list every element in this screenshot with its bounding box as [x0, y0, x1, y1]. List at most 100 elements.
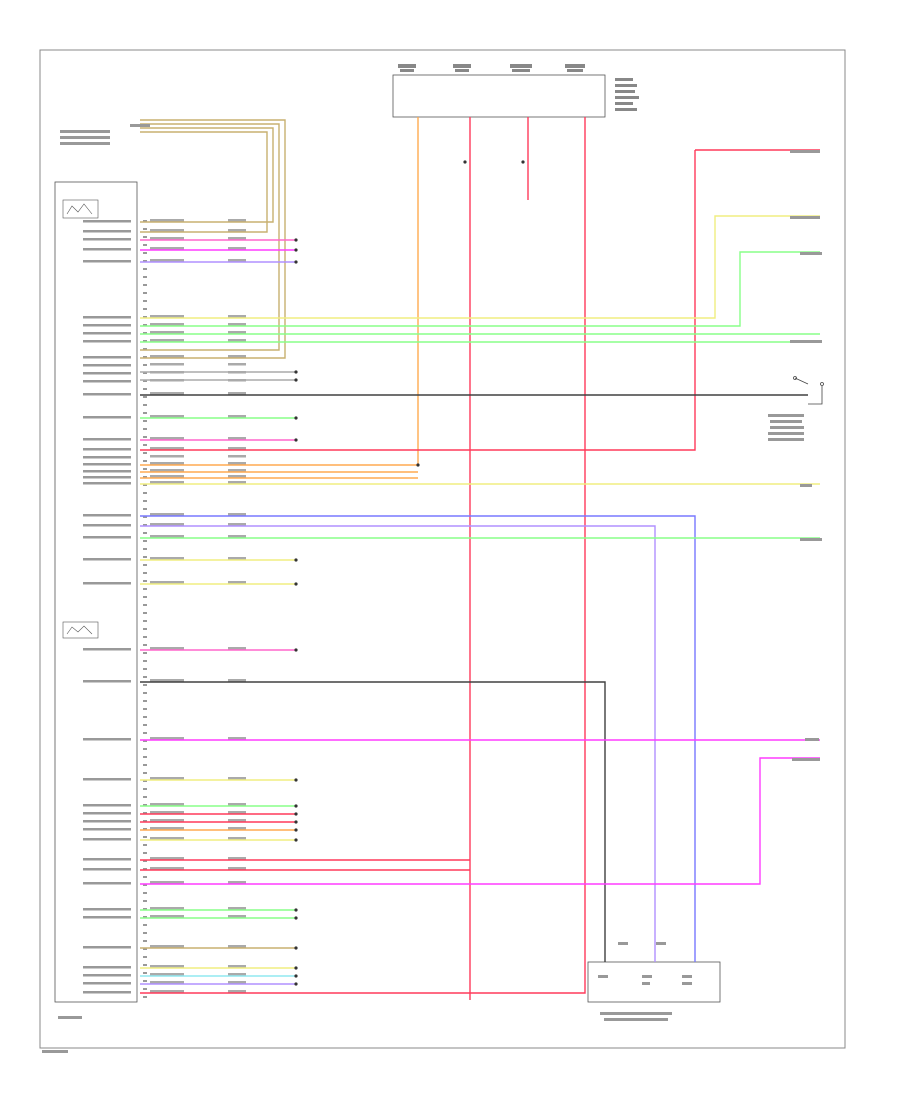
wire-blue-1: [140, 515, 696, 962]
pin-label: [83, 946, 131, 949]
wire-circuit-label: [228, 247, 246, 250]
wire-circuit-label: [228, 363, 246, 366]
wire-color-label: [150, 455, 184, 458]
splice-points: [294, 160, 525, 986]
pin-number: [143, 268, 147, 270]
pin-number: [143, 324, 147, 326]
pin-label: [83, 230, 131, 233]
pin-label: [83, 908, 131, 911]
switch-symbol: [793, 376, 824, 405]
wire-tan-4: [140, 131, 268, 233]
pin-number: [143, 940, 147, 942]
wire-color-label: [150, 857, 184, 860]
wire-circuit-label: [228, 981, 246, 984]
wire-circuit-label: [228, 827, 246, 830]
wire-color-label: [150, 237, 184, 240]
pin-number: [143, 572, 147, 574]
pin-label: [83, 356, 131, 359]
wire-circuit-label: [228, 581, 246, 584]
pin-label: [83, 476, 131, 479]
pin-number: [143, 412, 147, 414]
splice-dot: [294, 438, 298, 442]
pin-number: [143, 868, 147, 870]
wire-color-label: [150, 392, 184, 395]
wire-circuit-label: [228, 535, 246, 538]
pin-label: [83, 778, 131, 781]
pin-number: [143, 636, 147, 638]
pin-number: [143, 500, 147, 502]
wire-color-label: [150, 915, 184, 918]
pin-label: [83, 828, 131, 831]
pin-number: [143, 892, 147, 894]
splice-dot: [416, 463, 420, 467]
wire-color-label: [150, 447, 184, 450]
pin-number: [143, 916, 147, 918]
pin-number: [143, 228, 147, 230]
pin-number: [143, 972, 147, 974]
pin-number: [143, 340, 147, 342]
wire-circuit-label: [228, 965, 246, 968]
pin-number: [143, 980, 147, 982]
pin-number: [143, 564, 147, 566]
wire-color-label: [150, 415, 184, 418]
pin-number: [143, 884, 147, 886]
splice-dot: [294, 908, 298, 912]
pin-label: [83, 380, 131, 383]
wire-yellow-long: [140, 215, 820, 319]
splice-dot: [294, 260, 298, 264]
pin-number: [143, 684, 147, 686]
splice-dot: [294, 238, 298, 242]
splice-dot: [294, 416, 298, 420]
wire-color-label: [150, 535, 184, 538]
pin-number: [143, 804, 147, 806]
pin-number: [143, 380, 147, 382]
splice-dot: [294, 820, 298, 824]
wire-circuit-label: [228, 331, 246, 334]
pin-number: [143, 860, 147, 862]
pin-number: [143, 484, 147, 486]
pin-number: [143, 780, 147, 782]
wire-circuit-label: [228, 819, 246, 822]
pin-number: [143, 308, 147, 310]
pin-number: [143, 276, 147, 278]
splice-dot: [294, 370, 298, 374]
fuse-box-labels: [398, 64, 639, 111]
pin-label: [83, 340, 131, 343]
pin-number: [143, 700, 147, 702]
splice-dot: [294, 648, 298, 652]
pin-number: [143, 388, 147, 390]
wire-tan-2: [140, 123, 280, 351]
pin-label: [83, 648, 131, 651]
wire-color-label: [150, 803, 184, 806]
pin-number: [143, 252, 147, 254]
splice-dot: [294, 558, 298, 562]
pin-label: [83, 238, 131, 241]
diagram-frame: [39, 49, 846, 1049]
pin-number: [143, 948, 147, 950]
pin-label: [83, 882, 131, 885]
pin-label: [83, 393, 131, 396]
pin-number: [143, 244, 147, 246]
pin-label: [83, 868, 131, 871]
pin-label: [83, 316, 131, 319]
pin-label: [83, 966, 131, 969]
pin-number: [143, 932, 147, 934]
pin-number: [143, 732, 147, 734]
wire-circuit-label: [228, 867, 246, 870]
wire-red-long: [140, 150, 696, 451]
pin-number: [143, 924, 147, 926]
wire-red-fuse-c: [140, 117, 586, 994]
pin-number: [143, 460, 147, 462]
pin-number: [143, 444, 147, 446]
wire-circuit-label: [228, 973, 246, 976]
pin-label: [83, 991, 131, 994]
wire-color-label: [150, 363, 184, 366]
splice-dot: [294, 838, 298, 842]
pin-label: [83, 974, 131, 977]
pin-number: [143, 908, 147, 910]
wire-circuit-label: [228, 455, 246, 458]
splice-dot: [294, 916, 298, 920]
pin-number: [143, 828, 147, 830]
wire-color-label: [150, 990, 184, 993]
pin-number: [143, 748, 147, 750]
